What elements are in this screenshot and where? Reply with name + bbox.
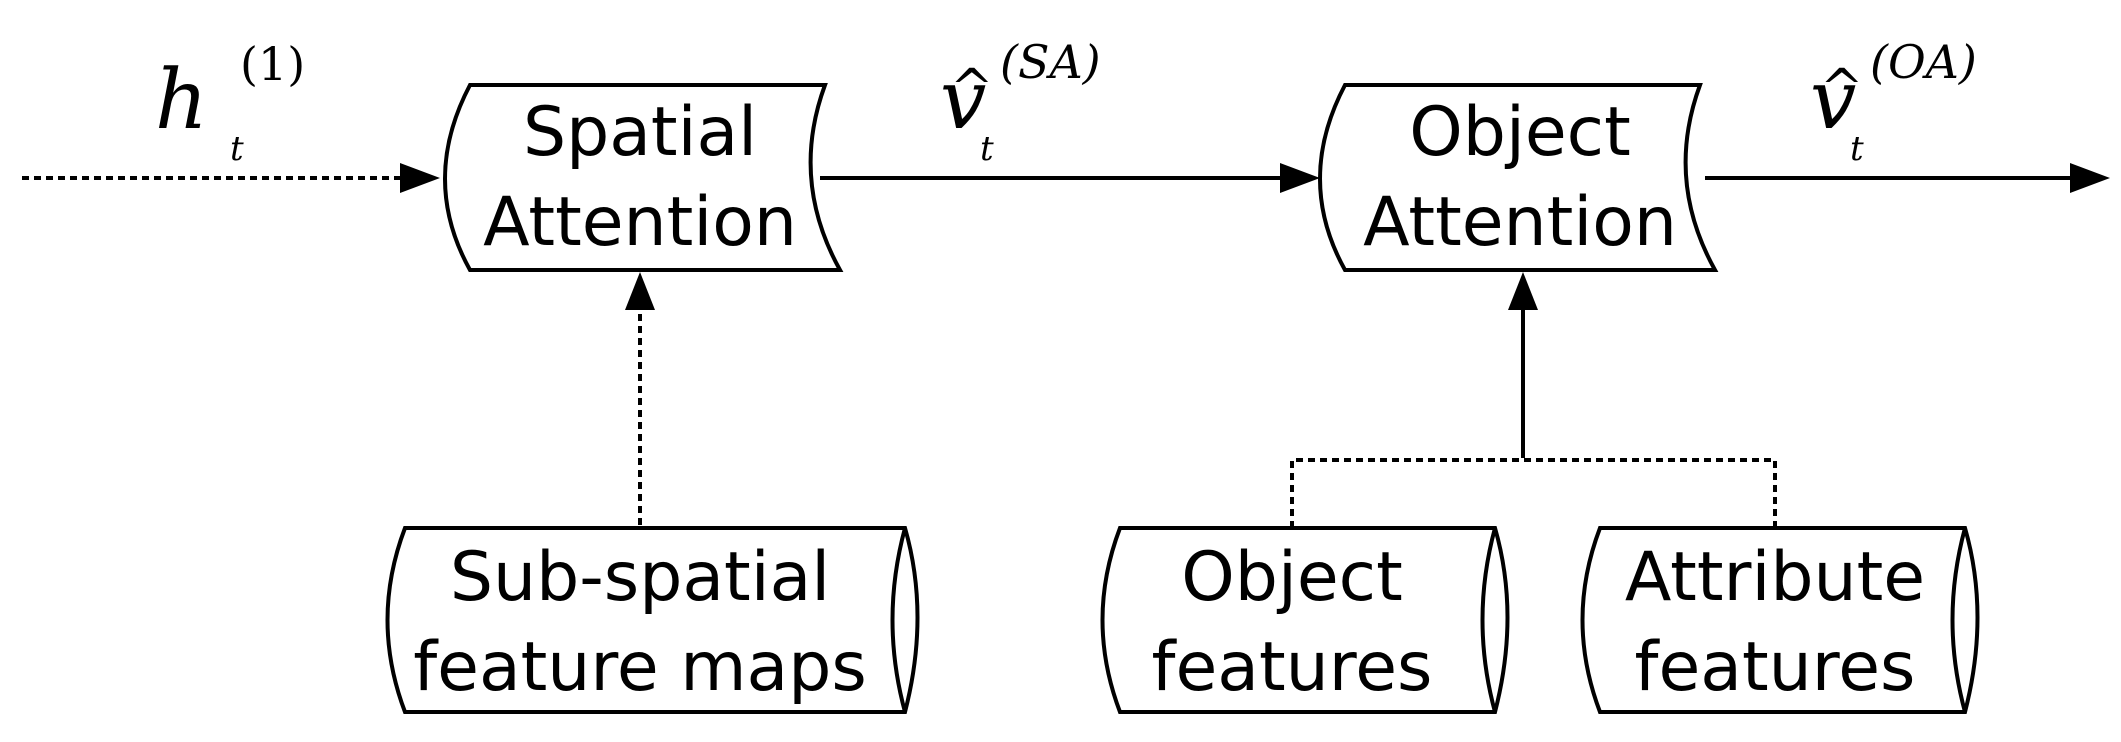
attribute-features-cylinder: Attribute features: [1580, 526, 1980, 714]
sub-spatial-line2: feature maps: [413, 628, 867, 707]
output-arrow: [1705, 163, 2110, 193]
object-features-cylinder: Object features: [1100, 526, 1510, 714]
sa-output-symbol: v: [940, 53, 986, 148]
subspatial-to-sa-arrow: [625, 272, 655, 525]
oa-output-superscript: (OA): [1870, 35, 1977, 89]
oa-output-symbol: v: [1810, 53, 1856, 148]
features-to-oa-arrow: [1508, 272, 1538, 458]
sa-output-label: ^ v t (SA): [940, 35, 1101, 169]
input-symbol: h: [155, 53, 208, 148]
spatial-attention-box: Spatial Attention: [443, 83, 844, 272]
attribute-features-line2: features: [1635, 628, 1916, 707]
oa-output-label: ^ v t (OA): [1810, 35, 1977, 169]
sa-output-superscript: (SA): [1000, 35, 1101, 89]
sub-spatial-cylinder: Sub-spatial feature maps: [385, 526, 920, 714]
input-label: h t (1): [155, 37, 305, 169]
features-bracket: [1290, 458, 1777, 528]
input-subscript: t: [230, 129, 244, 169]
spatial-attention-line2: Attention: [483, 183, 797, 262]
sa-output-hat: ^: [950, 59, 994, 119]
sub-spatial-line1: Sub-spatial: [450, 538, 830, 617]
input-superscript: (1): [240, 37, 305, 91]
object-attention-box: Object Attention: [1318, 83, 1719, 272]
oa-output-subscript: t: [1850, 129, 1864, 169]
object-attention-line1: Object: [1409, 93, 1630, 172]
spatial-attention-line1: Spatial: [523, 93, 757, 172]
sa-to-oa-arrow: [820, 163, 1320, 193]
object-attention-line2: Attention: [1363, 183, 1677, 262]
input-arrow: [22, 163, 440, 193]
sa-output-subscript: t: [980, 129, 994, 169]
oa-output-hat: ^: [1820, 59, 1864, 119]
object-features-line1: Object: [1181, 538, 1402, 617]
object-features-line2: features: [1152, 628, 1433, 707]
attribute-features-line1: Attribute: [1625, 538, 1925, 617]
